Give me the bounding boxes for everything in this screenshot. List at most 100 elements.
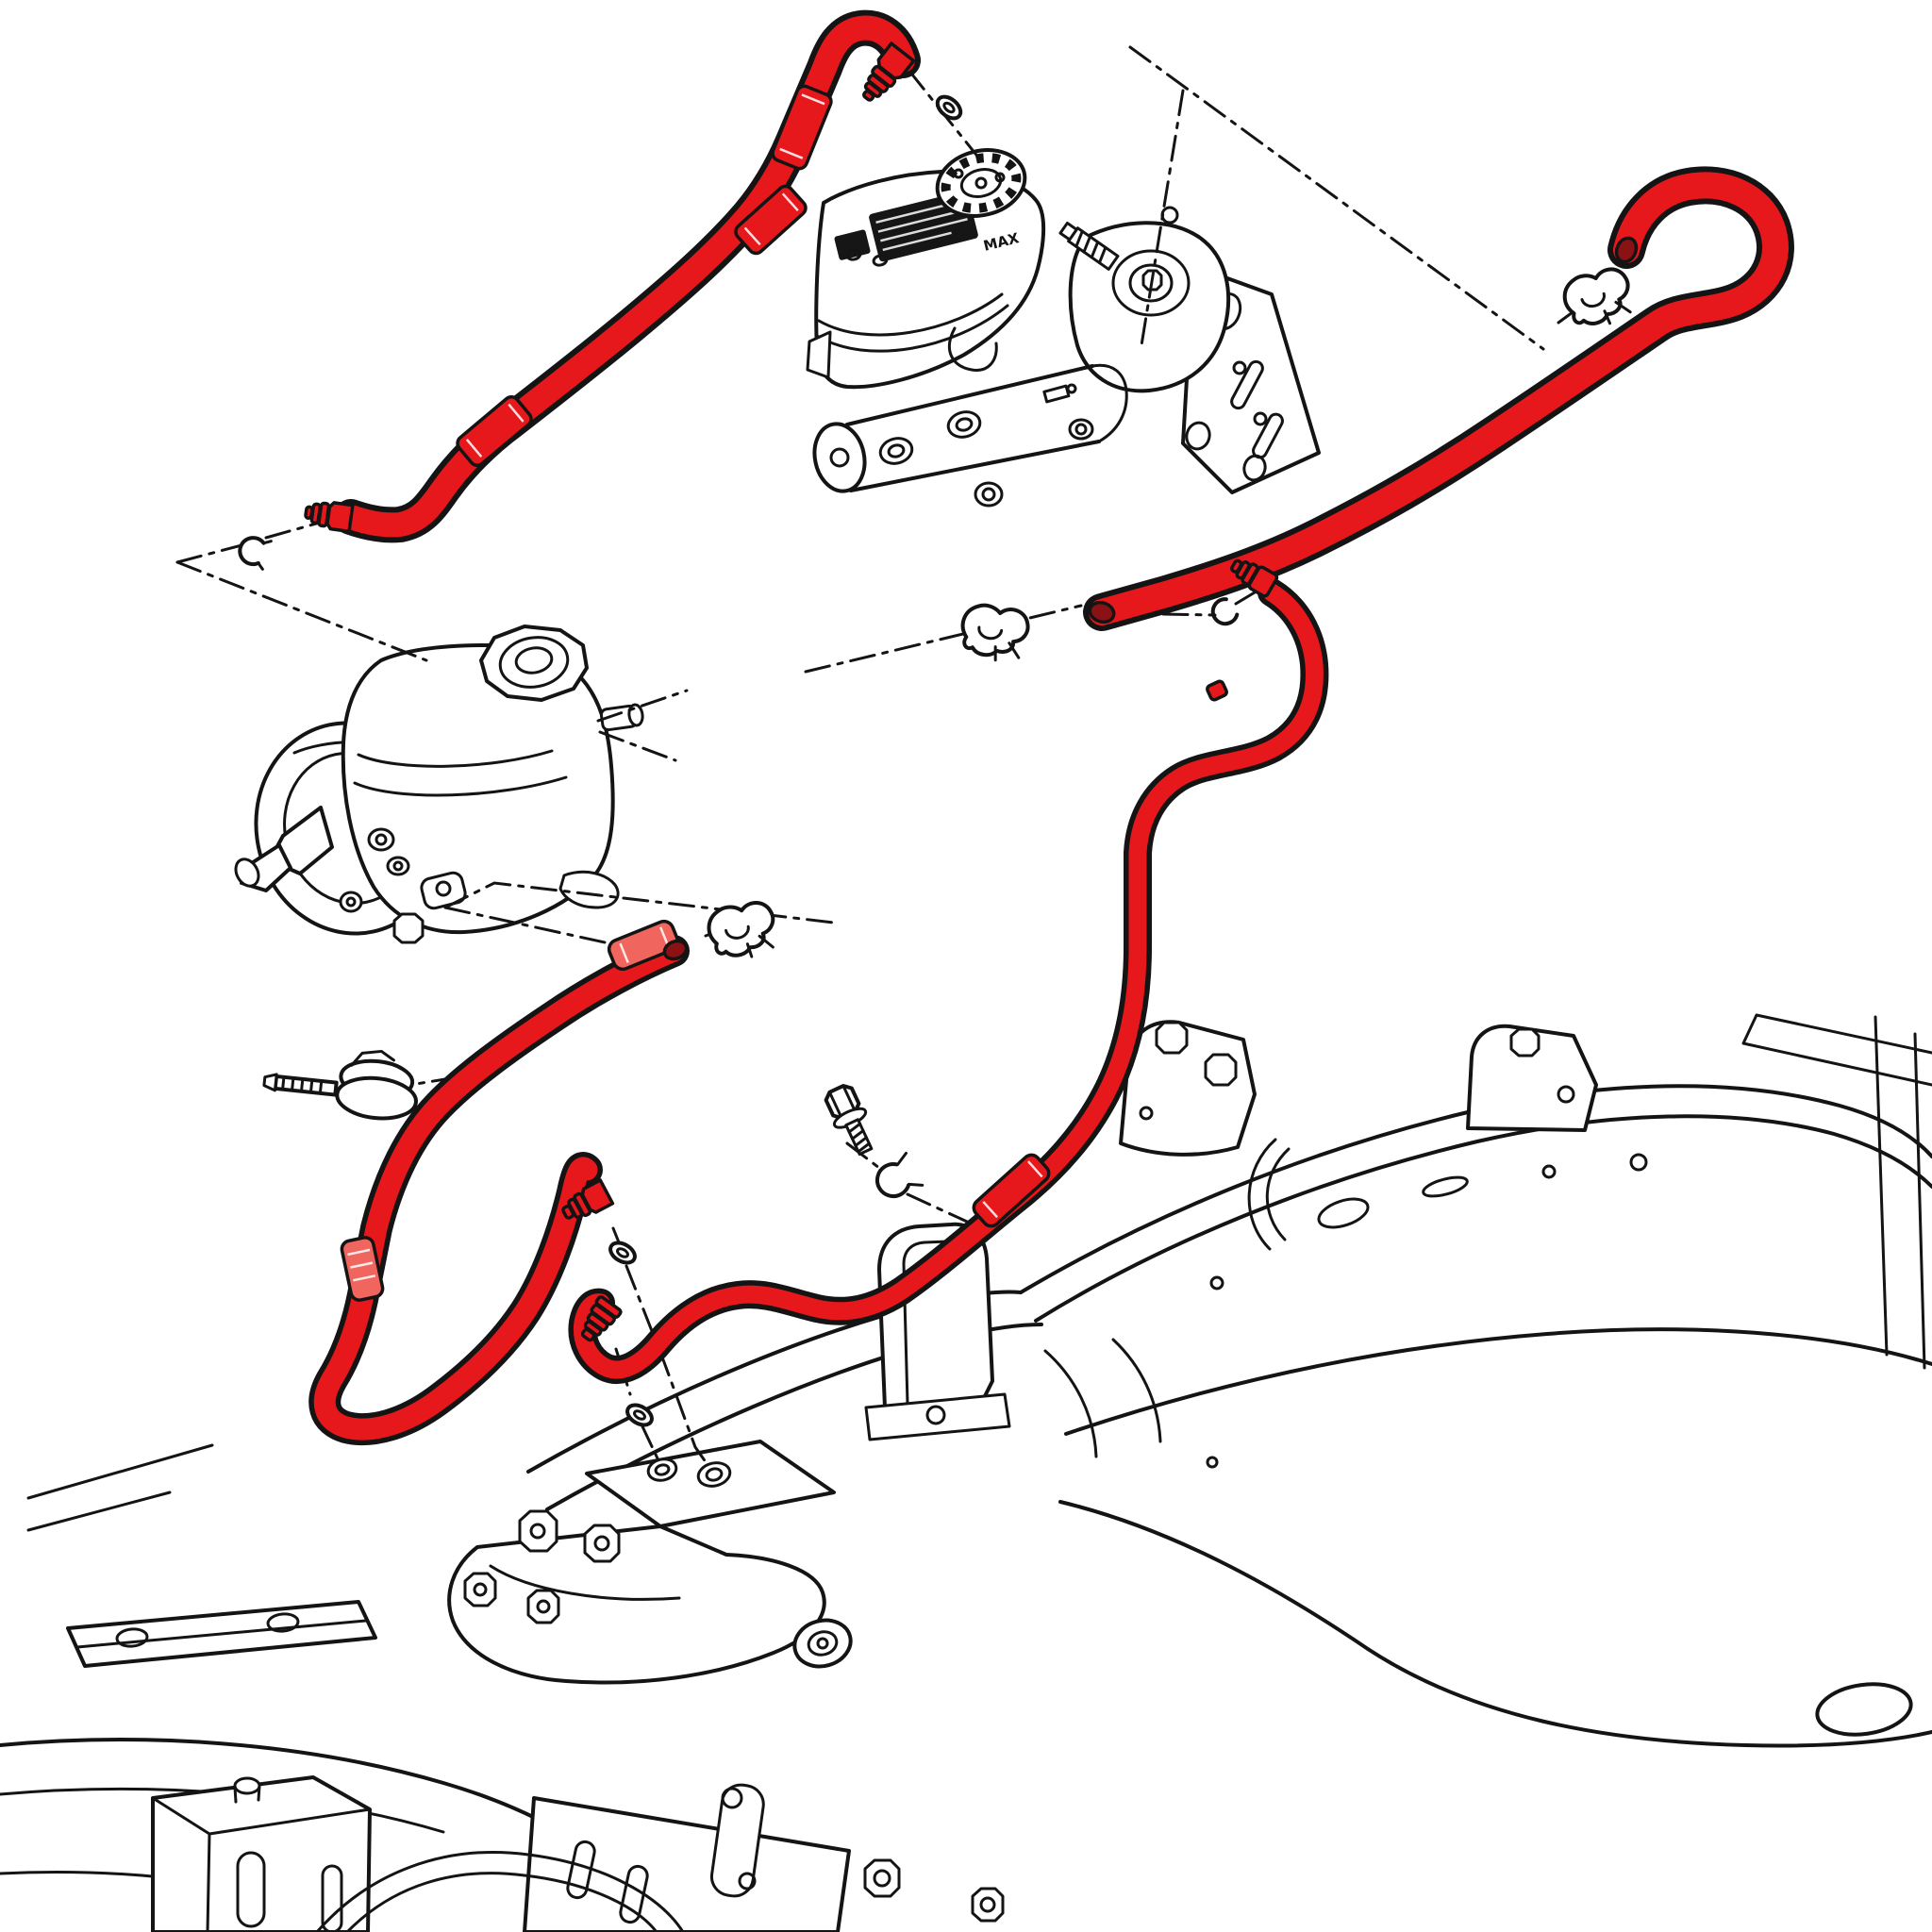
leader-pump-fitting-a [175, 519, 328, 564]
pipe-sleeve [972, 1153, 1051, 1228]
frame-hole-dot [1209, 1275, 1224, 1291]
return-hose-open-end [662, 939, 689, 961]
stabilizer-link [709, 1783, 765, 1898]
reservoir-vent-2 [872, 254, 889, 267]
leader-reservoir-port-2 [598, 730, 677, 762]
pump-to-booster-pressure-hose [304, 9, 921, 543]
hook-hose-open-end-2 [1088, 600, 1116, 625]
skid-slot-2 [619, 1864, 649, 1924]
mc-nut [974, 481, 1004, 508]
reservoir-vent-1 [845, 248, 862, 261]
e-clip [238, 536, 273, 571]
leader-clip-to-pipe [906, 1192, 979, 1228]
right-bracket [1466, 1024, 1598, 1132]
gear-body-line [489, 1564, 681, 1601]
bleeder-valve [1042, 383, 1077, 404]
hook-hose-open-end-1 [1614, 236, 1639, 264]
hose-clip-hook [1562, 267, 1632, 325]
hose-crimp-sleeve-1 [456, 395, 533, 467]
frame-hole-oval [1317, 1197, 1370, 1229]
leader-booster-parallelogram-2 [1140, 89, 1185, 347]
gear-port-left [646, 1457, 678, 1482]
pressure-hose-fitting-booster-end [862, 42, 916, 102]
gear-cover-bolts [463, 1509, 621, 1624]
frame-assembly [0, 1013, 1932, 1932]
return-hose-end-sleeve [607, 919, 680, 972]
leader-bolt-to-clip [845, 1141, 881, 1170]
left-rail-diagonals [26, 1443, 214, 1532]
sealing-washer-booster [935, 94, 963, 121]
pump-return-port [599, 703, 644, 732]
frame-rail-bottom-edge [1058, 1500, 1932, 1748]
linkage-curve-2 [345, 1872, 658, 1932]
linkage-curve-1 [315, 1851, 685, 1932]
tow-hook-stud-side [233, 1784, 261, 1804]
c-clip-pipe [875, 1151, 924, 1198]
hose-clip-joint [960, 603, 1030, 662]
pipe-mount-tab [1206, 679, 1228, 702]
upper-bracket [1119, 1020, 1257, 1157]
frame-hole-slot [1422, 1175, 1469, 1198]
leader-return-end-frame-2 [443, 906, 628, 949]
power-steering-pump [234, 625, 644, 944]
tow-hook-stud [233, 1776, 261, 1795]
pump-reservoir-cap [479, 625, 589, 702]
exploded-hardware [238, 94, 1632, 1427]
leader-pump-fitting-b [175, 560, 428, 662]
mc-strap [947, 326, 998, 372]
pressure-hose-fitting-pump-end [304, 501, 355, 534]
sealing-washer-pressure [625, 1403, 654, 1427]
return-hose-gear-fitting [561, 1178, 615, 1220]
pitman-shaft-boss [792, 1618, 853, 1669]
tow-hook-slot-side [321, 1864, 343, 1932]
sealing-washer-return [608, 1241, 637, 1265]
pipe-elbow-fitting [1230, 558, 1279, 598]
frame-rail-end-edge [1874, 1015, 1926, 1370]
return-hose-ribbed-sleeve [340, 1236, 385, 1302]
crossmember-lower-edge [545, 1323, 1043, 1511]
steering-gear [447, 1440, 853, 1685]
hydroboost-unit [1058, 206, 1231, 393]
booster-to-gear-pressure-pipe [568, 558, 1329, 1384]
highlighted-hoses [304, 9, 1794, 1446]
flange-bolt [824, 1084, 874, 1157]
crossmember-brace [1043, 1338, 1162, 1458]
hose-clip-return [707, 901, 775, 958]
frame-hole-small-2 [1541, 1164, 1557, 1179]
frame-rail-upper-strip [1741, 1013, 1932, 1087]
front-bumper-bar-edge [75, 1619, 368, 1649]
bar-hole-2 [266, 1612, 300, 1633]
hose-crimp-sleeve-3 [771, 84, 833, 171]
frame-crescent-cutout [1247, 1138, 1291, 1251]
leader-hose-joint-left [804, 604, 1083, 674]
tow-hook-slot-front [236, 1851, 266, 1928]
frame-rail-inner-line [1064, 1327, 1932, 1436]
pump-shaft [234, 806, 334, 892]
gear-to-reservoir-return-hose [308, 919, 690, 1446]
gear-port-right [696, 1461, 732, 1488]
leader-reservoir-port-1 [596, 689, 689, 723]
pump-mount-bosses [339, 827, 467, 944]
booster-stud [1058, 221, 1120, 271]
bar-hole-1 [115, 1627, 149, 1648]
tow-hook-bracket [151, 1775, 372, 1932]
hose-crimp-sleeve-2 [734, 184, 808, 256]
skid-slot-1 [566, 1840, 596, 1900]
pump-reservoir-seam [353, 749, 568, 797]
frame-hole-large [1815, 1682, 1913, 1737]
pipe-gear-end-fitting [580, 1295, 623, 1342]
brake-fluid-reservoir: MAX [806, 148, 1046, 390]
pump-lower-port [558, 870, 620, 909]
brake-master-cylinder [812, 326, 1128, 508]
frame-nut-1 [863, 1858, 901, 1898]
mc-grommet [1068, 418, 1094, 441]
c-clip-joint [1210, 597, 1240, 626]
frame-nut-2 [971, 1887, 1005, 1923]
frame-hole-small [1629, 1153, 1648, 1172]
tow-hook-bracket-edges [151, 1796, 372, 1932]
booster-return-hook-hose [1083, 166, 1794, 631]
screw-hose-clamp [262, 1049, 418, 1121]
master-cylinder-assembly: MAX [806, 148, 1321, 508]
